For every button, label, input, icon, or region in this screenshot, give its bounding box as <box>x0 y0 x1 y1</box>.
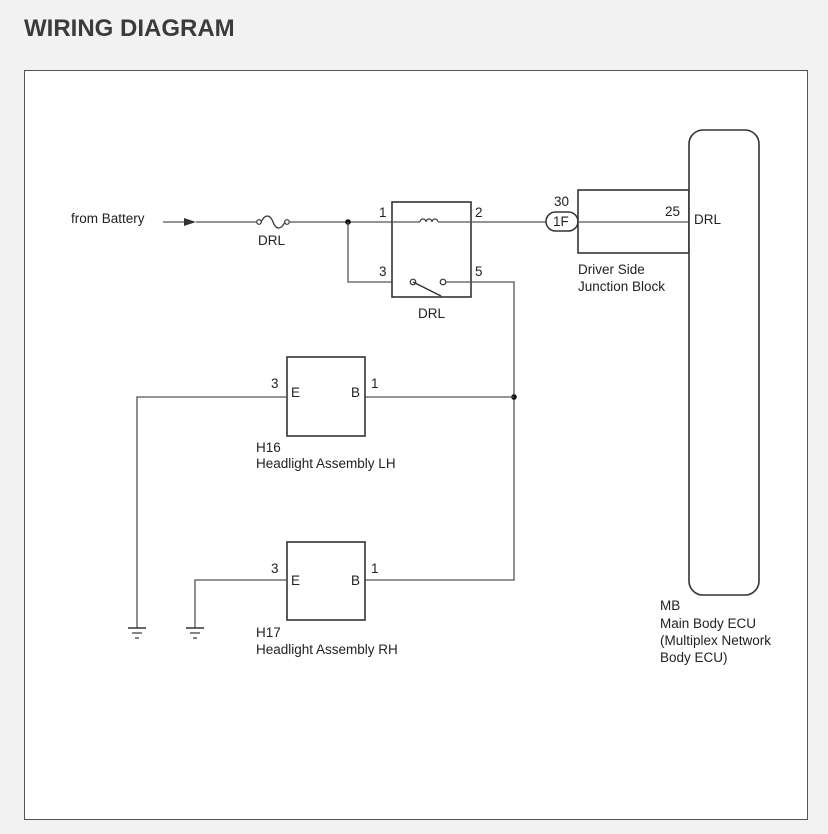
headlight-lh-box <box>286 356 366 437</box>
fuse-drl <box>256 215 290 229</box>
ground-icon <box>186 627 204 639</box>
ecu-name-line1: Main Body ECU <box>660 616 756 631</box>
ecu-code: MB <box>660 598 680 613</box>
ecu-box <box>688 129 760 596</box>
headlight-lh-terminal-e: E <box>291 385 300 400</box>
wire-lh-ground <box>136 396 287 628</box>
relay-pin-2: 2 <box>475 205 483 220</box>
junction-name-line2: Junction Block <box>578 279 665 294</box>
relay-label: DRL <box>418 306 445 321</box>
relay-switch <box>409 278 471 297</box>
from-battery-label: from Battery <box>71 211 145 226</box>
headlight-rh-terminal-b: B <box>351 573 360 588</box>
wire-splice-relay-switch <box>347 222 410 283</box>
headlight-lh-name: Headlight Assembly LH <box>256 456 396 471</box>
relay-coil <box>392 218 471 223</box>
ecu-name-line3: Body ECU) <box>660 650 728 665</box>
headlight-rh-name: Headlight Assembly RH <box>256 642 398 657</box>
connector-1f-label: 1F <box>553 214 569 229</box>
battery-arrow <box>163 218 196 226</box>
ground-icon <box>128 627 146 639</box>
headlight-rh-code: H17 <box>256 625 281 640</box>
ecu-terminal-drl: DRL <box>694 212 721 227</box>
headlight-rh-terminal-e: E <box>291 573 300 588</box>
page-title: WIRING DIAGRAM <box>24 15 235 42</box>
wire-rh-ground <box>194 579 287 628</box>
ecu-name-line2: (Multiplex Network <box>660 633 771 648</box>
headlight-lh-pin-e: 3 <box>271 376 279 391</box>
relay-box <box>391 201 472 298</box>
headlight-rh-pin-e: 3 <box>271 561 279 576</box>
junction-name-line1: Driver Side <box>578 262 645 277</box>
headlight-rh-box <box>286 541 366 621</box>
relay-pin-3: 3 <box>379 264 387 279</box>
ecu-pin-25: 25 <box>665 204 680 219</box>
headlight-lh-terminal-b: B <box>351 385 360 400</box>
wire-relay-headlights <box>365 281 515 581</box>
headlight-lh-code: H16 <box>256 440 281 455</box>
junction-pin-30: 30 <box>554 194 569 209</box>
relay-pin-5: 5 <box>475 264 483 279</box>
relay-pin-1: 1 <box>379 205 387 220</box>
fuse-label: DRL <box>258 233 285 248</box>
headlight-rh-pin-b: 1 <box>371 561 379 576</box>
headlight-lh-pin-b: 1 <box>371 376 379 391</box>
